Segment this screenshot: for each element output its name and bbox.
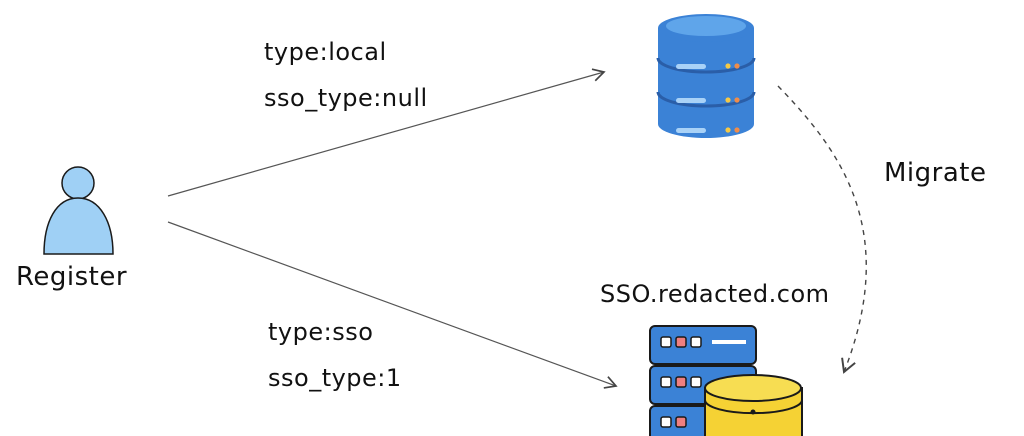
arrow-to-local-db: [167, 68, 606, 197]
sso-arrow-label-type: type:sso: [268, 318, 374, 346]
migrate-label: Migrate: [884, 158, 987, 188]
arrow-to-sso-server: [167, 221, 618, 389]
database-icon: [656, 14, 756, 138]
sso-server-label: SSO.redacted.com: [600, 280, 830, 308]
local-arrow-label-type: type:local: [264, 38, 387, 66]
local-arrow-label-sso-type: sso_type:null: [264, 84, 428, 112]
sso-database-icon: [704, 374, 803, 436]
sso-arrow-label-sso-type: sso_type:1: [268, 364, 402, 392]
user-icon: [43, 166, 114, 255]
actor-label: Register: [16, 262, 128, 292]
migrate-arrow: [777, 85, 867, 374]
